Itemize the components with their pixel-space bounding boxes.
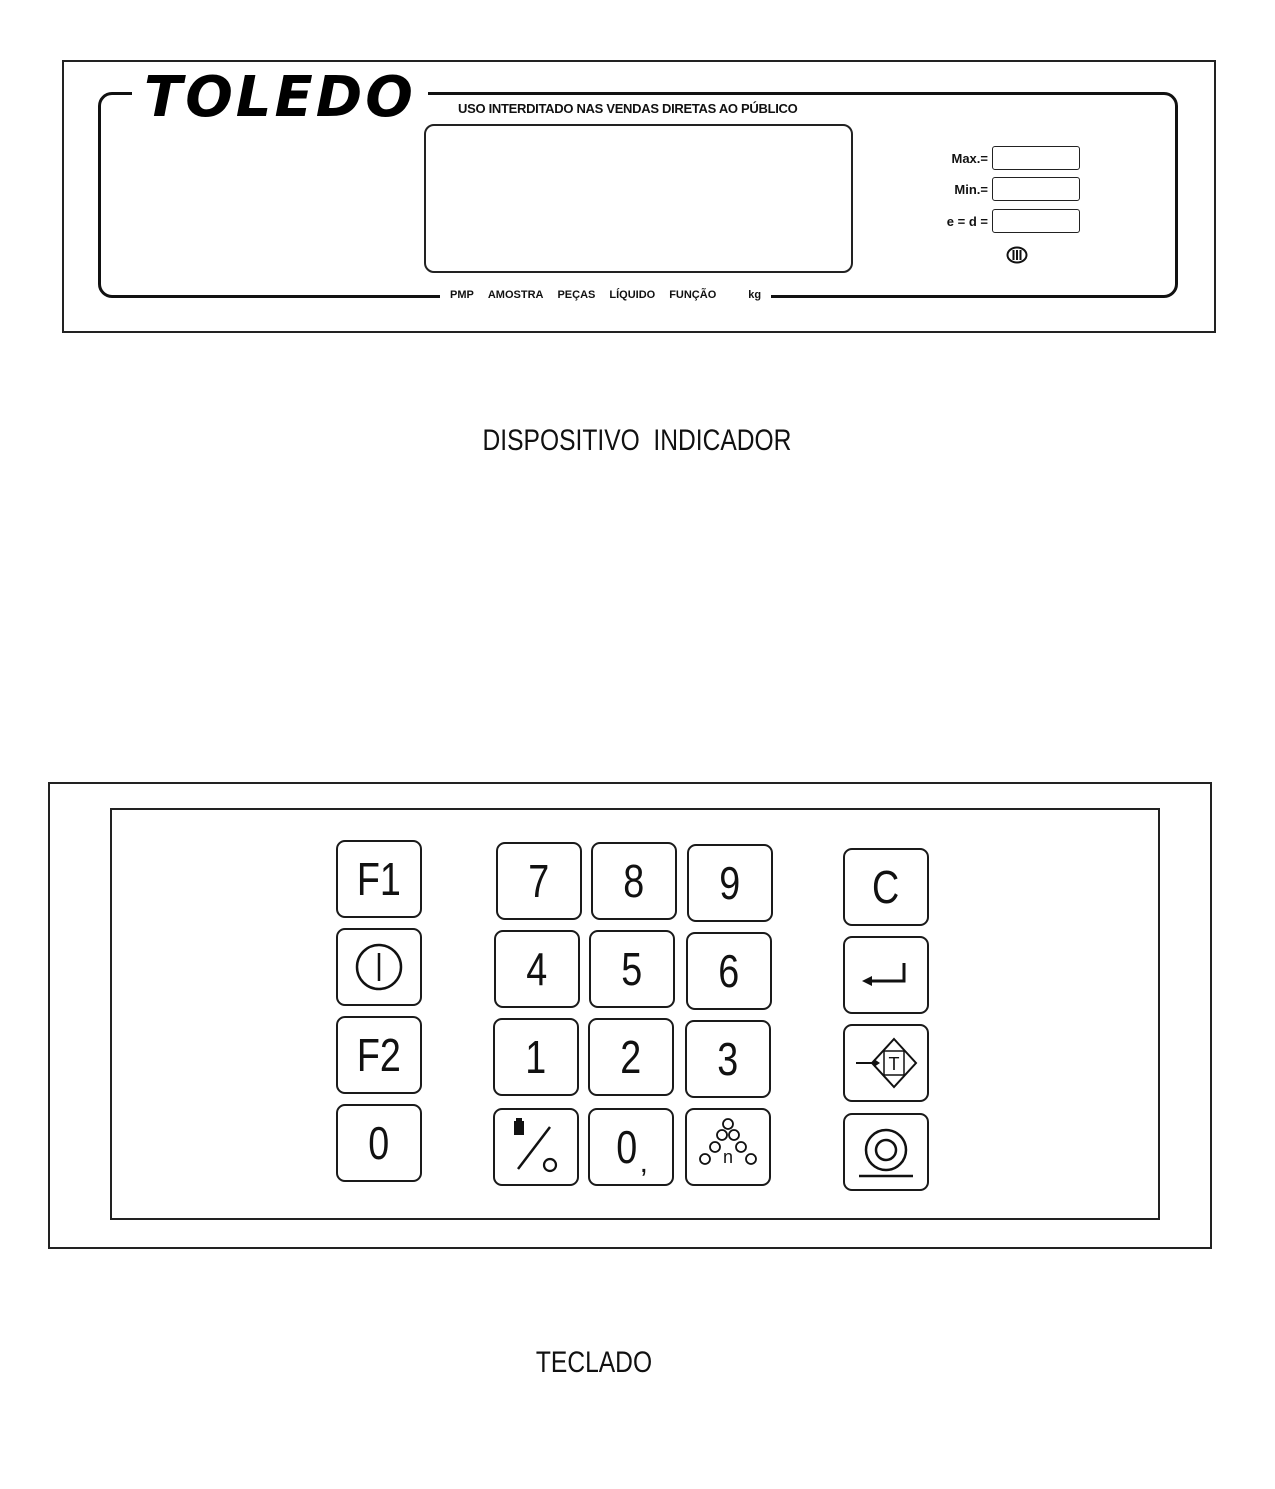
key-power[interactable] — [336, 928, 422, 1006]
legend-liquido: LÍQUIDO — [609, 289, 656, 301]
brand-logo: TOLEDO — [132, 70, 428, 126]
spec-min-row: Min.= — [918, 177, 1080, 201]
comma-mark: , — [639, 1146, 648, 1179]
spec-division-label: e = d = — [946, 213, 988, 229]
annunciator-legend-row: PMP AMOSTRA PEÇAS LÍQUIDO FUNÇÃO kg — [440, 285, 772, 305]
legend-unit-kg: kg — [748, 289, 762, 301]
legend-pmp: PMP — [450, 289, 474, 301]
key-9[interactable]: 9 — [687, 844, 773, 922]
keyboard-faceplate — [110, 808, 1160, 1220]
legend-funcao: FUNÇÃO — [669, 289, 717, 301]
spec-max-label: Max.= — [951, 150, 989, 166]
keyboard-panel — [48, 782, 1212, 1249]
spec-min-field — [992, 177, 1080, 201]
key-tare[interactable]: T — [843, 1024, 929, 1102]
indicator-panel — [62, 60, 1216, 333]
key-zero-left[interactable]: 0 — [336, 1104, 422, 1182]
key-f1[interactable]: F1 — [336, 840, 422, 918]
key-1[interactable]: 1 — [493, 1018, 579, 1096]
weight-display-window — [424, 124, 853, 273]
tare-t-label: T — [889, 1054, 900, 1074]
key-zero[interactable] — [843, 1113, 929, 1191]
legend-pecas: PEÇAS — [557, 289, 596, 301]
spec-division-row: e = d = — [918, 209, 1080, 233]
key-5[interactable]: 5 — [589, 930, 675, 1008]
weight-percent-icon — [514, 1118, 558, 1173]
key-7[interactable]: 7 — [496, 842, 582, 920]
key-clear[interactable]: C — [843, 848, 929, 926]
usage-notice: USO INTERDITADO NAS VENDAS DIRETAS AO PÚ… — [452, 100, 804, 118]
spec-max-field — [992, 146, 1080, 170]
key-8[interactable]: 8 — [591, 842, 677, 920]
key-weight-percent[interactable] — [493, 1108, 579, 1186]
enter-arrow-icon — [862, 963, 906, 986]
key-6[interactable]: 6 — [686, 932, 772, 1010]
key-3[interactable]: 3 — [685, 1020, 771, 1098]
spec-division-field — [992, 209, 1080, 233]
caption-indicator: DISPOSITIVO INDICADOR — [482, 424, 792, 457]
key-2[interactable]: 2 — [588, 1018, 674, 1096]
spec-max-row: Max.= — [918, 146, 1080, 170]
count-n-label: n — [723, 1147, 733, 1167]
key-4[interactable]: 4 — [494, 930, 580, 1008]
key-f2[interactable]: F2 — [336, 1016, 422, 1094]
accuracy-class-mark — [1006, 246, 1028, 269]
power-icon — [355, 943, 403, 991]
piece-count-icon: n — [699, 1118, 757, 1167]
key-piece-count[interactable]: n — [685, 1108, 771, 1186]
zero-target-icon — [859, 1128, 913, 1178]
key-zero-comma[interactable]: 0, — [588, 1108, 674, 1186]
spec-min-label: Min.= — [954, 181, 988, 197]
key-enter[interactable] — [843, 936, 929, 1014]
caption-keyboard: TECLADO — [535, 1346, 653, 1379]
tare-icon: T — [856, 1037, 918, 1089]
legend-amostra: AMOSTRA — [487, 289, 544, 301]
accuracy-class-icon — [1006, 246, 1028, 264]
